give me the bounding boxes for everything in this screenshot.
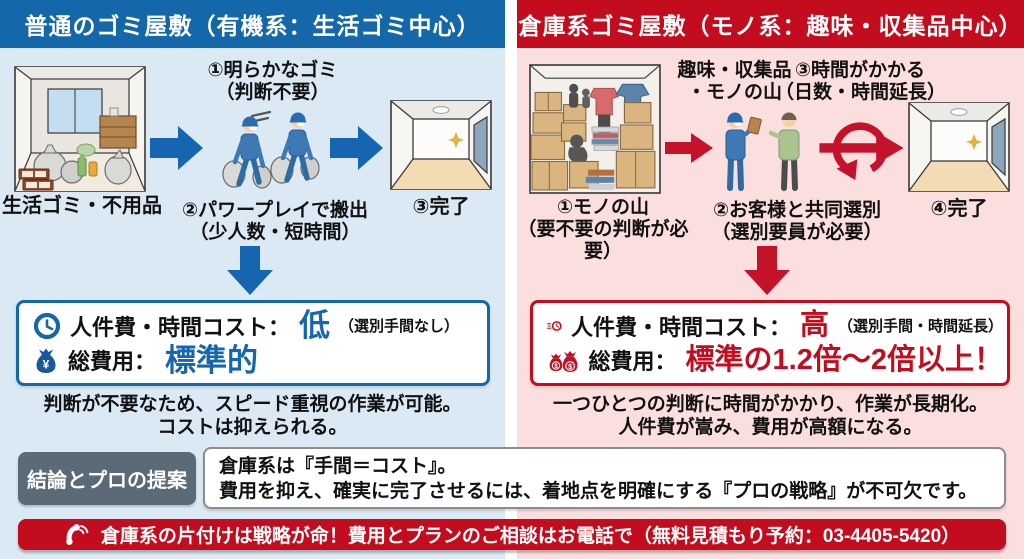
left-step1-line1: ①明らかなゴミ [207,60,338,81]
right-step3-line2: （日数・時間延長） [775,82,947,103]
left-step2-line1: ②パワープレイで搬出 [182,200,368,221]
conclusion-label: 結論とプロの提案 [18,452,196,505]
left-summary-line1: 判断が不要なため、スピード重視の作業が可能。 [43,394,462,415]
right-total-cost-row: $ $ 総費用： 標準の1.2倍～2倍以上！ [547,344,1003,376]
joint-sorting-illustration [725,112,800,191]
left-step2-label: ②パワープレイで搬出 （少人数・短時間） [170,200,380,244]
left-step3-caption: ③完了 [412,196,470,218]
right-pile-label-line2: ・モノの山 [686,82,782,103]
left-labor-note: （選別手間なし） [339,318,460,336]
workers-carrying-illustration [222,110,320,189]
right-labor-label: 人件費・時間コスト： [570,314,791,340]
phone-cta-text: 倉庫系の片付けは戦略が命！費用とプランのご相談はお電話で（無料見積もり予約：03… [100,526,961,547]
svg-text:¥: ¥ [43,358,50,372]
right-header: 倉庫系ゴミ屋敷（モノ系：趣味・収集品中心） [517,0,1024,48]
messy-room-illustration [14,66,146,192]
right-header-title: 倉庫系ゴミ屋敷（モノ系：趣味・収集品中心） [518,13,1023,39]
left-summary-line2: コストは抑えられる。 [157,417,348,438]
loop-arrow-icon [819,122,904,181]
svg-text:$: $ [554,363,558,370]
normal-hoarding-panel: 普通のゴミ屋敷（有機系：生活ゴミ中心） [0,0,505,559]
right-step3-label: ③時間がかかる （日数・時間延長） [775,60,947,104]
right-scene-caption: ①モノの山 （要不要の判断が必要） [517,197,689,263]
right-step2-label: ②お客様と共同選別 （選別要員が必要） [697,200,897,244]
right-scene-caption-line1: ①モノの山 [556,197,650,218]
conclusion-line2: 費用を抑え、確実に完了させるには、着地点を明確にする『プロの戦略』が不可欠です。 [219,481,978,502]
right-step3-line1: ③時間がかかる [794,60,926,81]
left-summary: 判断が不要なため、スピード重視の作業が可能。 コストは抑えられる。 [0,393,505,439]
right-total-value: 標準の1.2倍～2倍以上！ [685,343,1003,376]
right-summary-line1: 一つひとつの判断に時間がかかり、作業が長期化。 [553,394,988,415]
right-summary: 一つひとつの判断に時間がかかり、作業が長期化。 人件費が嵩み、費用が高額になる。 [517,393,1024,439]
left-total-label: 総費用： [68,349,157,375]
right-arrow-icon [665,133,713,163]
clock-icon [33,312,61,340]
left-step1-line2: （判断不要） [215,82,330,103]
right-cost-box: 人件費・時間コスト： 高 （選別手間・時間延長） $ $ 総費用： 標準の1.2… [530,300,1010,386]
left-labor-value: 低 [299,308,331,344]
right-arrow-icon [330,125,384,171]
right-step2-line1: ②お客様と共同選別 [712,200,882,221]
left-header: 普通のゴミ屋敷（有機系：生活ゴミ中心） [0,0,505,48]
double-money-bag-dollar-icon: $ $ [549,351,578,373]
left-cost-box: 人件費・時間コスト： 低 （選別手間なし） ¥ 総費用： 標準的 [16,300,490,386]
svg-text:$: $ [568,362,572,371]
conclusion-body: 倉庫系は『手間＝コスト』。 費用を抑え、確実に完了させるには、着地点を明確にする… [203,447,1006,509]
right-labor-note: （選別手間・時間延長） [837,318,1003,336]
left-step1-label: ①明らかなゴミ （判断不要） [185,60,360,104]
right-arrow-icon [150,125,204,171]
left-total-cost-row: ¥ 総費用： 標準的 [33,344,483,376]
left-labor-cost-row: 人件費・時間コスト： 低 （選別手間なし） [33,310,483,342]
left-header-title: 普通のゴミ屋敷（有機系：生活ゴミ中心） [24,13,481,39]
empty-room-illustration [390,100,492,190]
down-arrow-icon [743,246,791,296]
right-labor-cost-row: 人件費・時間コスト： 高 （選別手間・時間延長） [547,310,1003,342]
speed-clock-icon [547,320,562,331]
conclusion-line1: 倉庫系は『手間＝コスト』。 [219,456,457,477]
right-total-label: 総費用： [588,349,677,375]
right-summary-line2: 人件費が嵩み、費用が高額になる。 [618,417,923,438]
right-pile-label: 趣味・収集品 ・モノの山 [662,60,807,104]
left-labor-label: 人件費・時間コスト： [70,314,291,340]
phone-icon [65,523,89,545]
left-step2-line2: （少人数・短時間） [189,222,361,243]
right-step4-caption: ④完了 [930,198,988,220]
empty-room-illustration [908,102,1010,192]
right-step2-line2: （選別要員が必要） [711,222,883,243]
phone-cta-bar: 倉庫系の片付けは戦略が命！費用とプランのご相談はお電話で（無料見積もり予約：03… [18,519,1006,550]
left-total-value: 標準的 [165,342,259,378]
down-arrow-icon [226,246,274,296]
boxes-pile-illustration [529,64,661,194]
money-bag-yen-icon: ¥ [36,348,56,374]
right-scene-caption-line2: （要不要の判断が必要） [517,219,689,262]
right-pile-label-line1: 趣味・収集品 [677,60,792,81]
left-scene-caption: 生活ゴミ・不用品 [2,195,162,217]
right-labor-value: 高 [799,309,829,342]
